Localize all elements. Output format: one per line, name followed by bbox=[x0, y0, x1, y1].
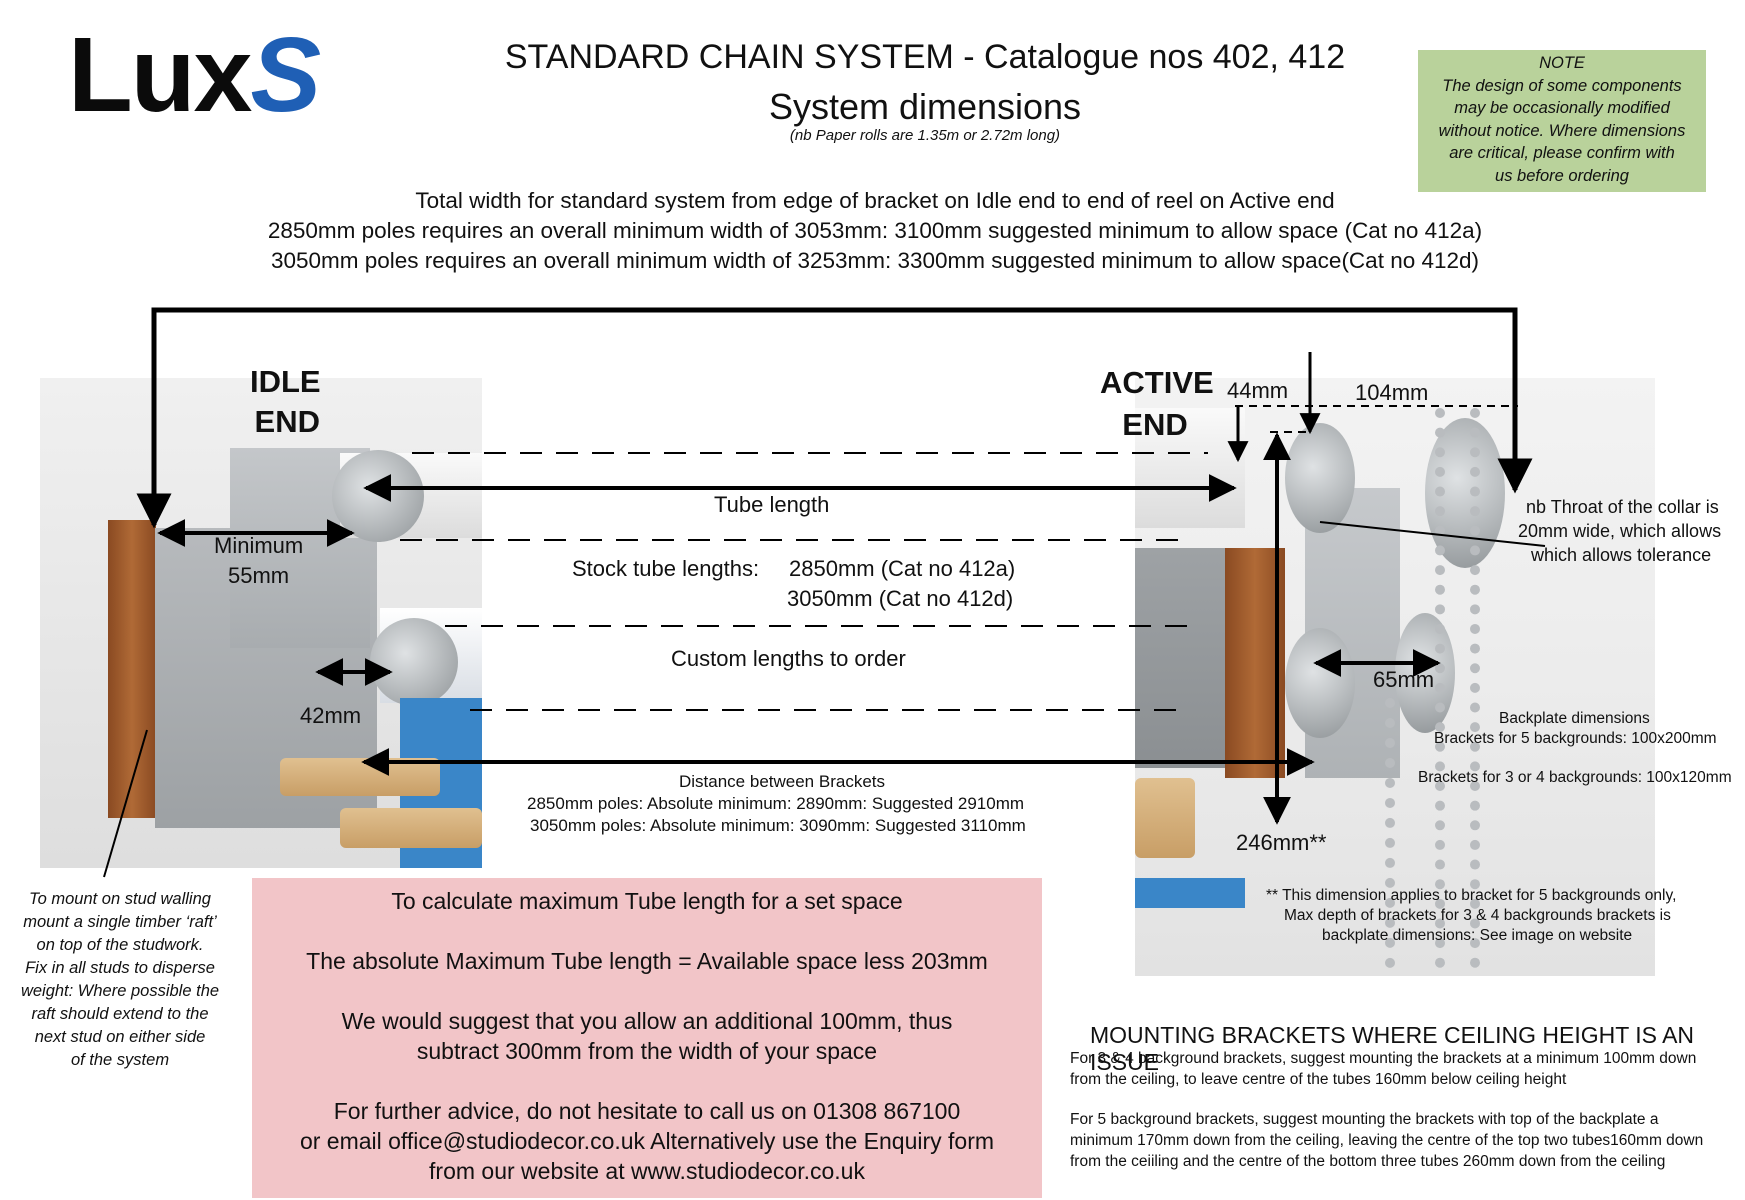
logo-text-s: S bbox=[250, 16, 321, 134]
blue-paper-roll bbox=[1135, 878, 1245, 908]
active-end-label: ACTIVE END bbox=[1100, 362, 1214, 446]
stock-tube-412a: 2850mm (Cat no 412a) bbox=[789, 556, 1016, 581]
footnote-line: Max depth of brackets for 3 & 4 backgrou… bbox=[1284, 907, 1671, 924]
note-box: NOTE The design of some components may b… bbox=[1418, 50, 1706, 192]
distance-title: Distance between Brackets bbox=[679, 772, 885, 791]
active-timber bbox=[1225, 548, 1285, 778]
ceiling-mount-text: from the ceiling, to leave centre of the… bbox=[1070, 1071, 1567, 1088]
stud-wall-mount-note: To mount on stud walling mount a single … bbox=[10, 888, 230, 1072]
dim-246mm-label: 246mm** bbox=[1236, 830, 1327, 855]
note-line: without notice. Where dimensions bbox=[1438, 121, 1686, 140]
ceiling-mount-text: For 5 background brackets, suggest mount… bbox=[1070, 1111, 1659, 1128]
luxs-logo: LuxS bbox=[68, 22, 321, 128]
mount-note-line: To mount on stud walling bbox=[29, 890, 211, 908]
dim-65mm-label: 65mm bbox=[1373, 667, 1435, 692]
width-3050-line: 3050mm poles requires an overall minimum… bbox=[270, 248, 1480, 273]
mount-note-line: next stud on either side bbox=[34, 1028, 206, 1046]
contact-email: or email office@studiodecor.co.uk Altern… bbox=[299, 1128, 995, 1154]
timber-raft bbox=[108, 520, 156, 818]
backplate-34-label: Brackets for 3 or 4 backgrounds: 100x120… bbox=[1418, 769, 1732, 786]
note-line: us before ordering bbox=[1495, 166, 1629, 185]
contact-phone: For further advice, do not hesitate to c… bbox=[333, 1098, 961, 1124]
ceiling-mount-text: For 3 & 4 background brackets, suggest m… bbox=[1070, 1050, 1697, 1067]
page-title: STANDARD CHAIN SYSTEM - Catalogue nos 40… bbox=[504, 38, 1346, 76]
wood-dowel bbox=[340, 808, 482, 848]
calc-heading: To calculate maximum Tube length for a s… bbox=[391, 888, 903, 914]
custom-lengths-label: Custom lengths to order bbox=[671, 646, 906, 671]
note-line: The design of some components bbox=[1442, 76, 1682, 95]
dim-44mm-label: 44mm bbox=[1227, 378, 1289, 403]
distance-3050: 3050mm poles: Absolute minimum: 3090mm: … bbox=[530, 816, 1026, 835]
idle-label-line: IDLE bbox=[250, 364, 321, 399]
mount-note-line: Fix in all studs to disperse bbox=[25, 959, 215, 977]
contact-website: from our website at www.studiodecor.co.u… bbox=[429, 1158, 865, 1184]
paper-roll-note: (nb Paper rolls are 1.35m or 2.72m long) bbox=[789, 127, 1061, 144]
ceiling-mount-title: MOUNTING BRACKETS WHERE CEILING HEIGHT I… bbox=[1090, 1022, 1695, 1075]
minimum-label: Minimum bbox=[214, 533, 304, 558]
idle-end-photo bbox=[40, 378, 482, 868]
stock-tube-412d: 3050mm (Cat no 412d) bbox=[787, 586, 1014, 611]
logo-text-lux: Lux bbox=[68, 16, 252, 134]
wood-dowel bbox=[1135, 778, 1195, 858]
note-line: are critical, please confirm with bbox=[1449, 144, 1675, 162]
footnote-line: ** This dimension applies to bracket for… bbox=[1266, 887, 1677, 904]
note-line: may be occasionally modified bbox=[1454, 99, 1670, 117]
note-heading: NOTE bbox=[1539, 54, 1585, 72]
calc-formula: The absolute Maximum Tube length = Avail… bbox=[306, 948, 988, 974]
footnote-line: backplate dimensions: See image on websi… bbox=[1322, 927, 1633, 944]
ceiling-mount-text: minimum 170mm down from the ceiling, lea… bbox=[1070, 1132, 1704, 1149]
idle-collar-bottom bbox=[370, 618, 458, 706]
mount-note-line: of the system bbox=[70, 1051, 170, 1069]
page-subtitle: System dimensions bbox=[768, 86, 1082, 127]
calc-suggestion: We would suggest that you allow an addit… bbox=[341, 1008, 953, 1034]
backplate-5-label: Brackets for 5 backgrounds: 100x200mm bbox=[1434, 730, 1717, 747]
active-collar-top bbox=[1285, 423, 1355, 533]
tube-length-label: Tube length bbox=[714, 492, 830, 517]
active-collar-bottom bbox=[1285, 628, 1355, 738]
wood-dowel bbox=[280, 758, 440, 796]
calculation-box: To calculate maximum Tube length for a s… bbox=[252, 878, 1042, 1198]
total-width-heading: Total width for standard system from edg… bbox=[415, 188, 1335, 213]
ceiling-mount-text: from the ceiiling and the centre of the … bbox=[1070, 1153, 1666, 1170]
chain bbox=[1385, 678, 1395, 968]
active-label-line: ACTIVE bbox=[1100, 365, 1214, 400]
mount-note-line: raft should extend to the bbox=[31, 1005, 209, 1023]
throat-note-line: which allows tolerance bbox=[1531, 545, 1712, 565]
active-label-line: END bbox=[1122, 407, 1188, 442]
chain bbox=[1470, 408, 1480, 968]
throat-note-line: nb Throat of the collar is bbox=[1526, 497, 1719, 517]
dim-104mm-label: 104mm bbox=[1355, 380, 1429, 405]
width-2850-line: 2850mm poles requires an overall minimum… bbox=[267, 218, 1483, 243]
mount-note-line: mount a single timber ‘raft’ bbox=[23, 913, 217, 931]
idle-label-line: END bbox=[254, 404, 320, 439]
mount-note-line: on top of the studwork. bbox=[36, 936, 204, 954]
calc-suggestion: subtract 300mm from the width of your sp… bbox=[416, 1038, 878, 1064]
mount-note-line: weight: Where possible the bbox=[20, 982, 220, 1000]
minimum-55mm-label: 55mm bbox=[228, 563, 290, 588]
idle-collar-top bbox=[332, 450, 424, 542]
dim-42mm-label: 42mm bbox=[300, 703, 362, 728]
throat-note-line: 20mm wide, which allows bbox=[1518, 521, 1722, 541]
chain bbox=[1435, 408, 1445, 968]
stock-tube-label: Stock tube lengths: bbox=[572, 556, 760, 581]
distance-2850: 2850mm poles: Absolute minimum: 2890mm: … bbox=[527, 794, 1025, 813]
backplate-title: Backplate dimensions bbox=[1499, 710, 1650, 727]
idle-end-label: IDLE END bbox=[250, 362, 321, 442]
